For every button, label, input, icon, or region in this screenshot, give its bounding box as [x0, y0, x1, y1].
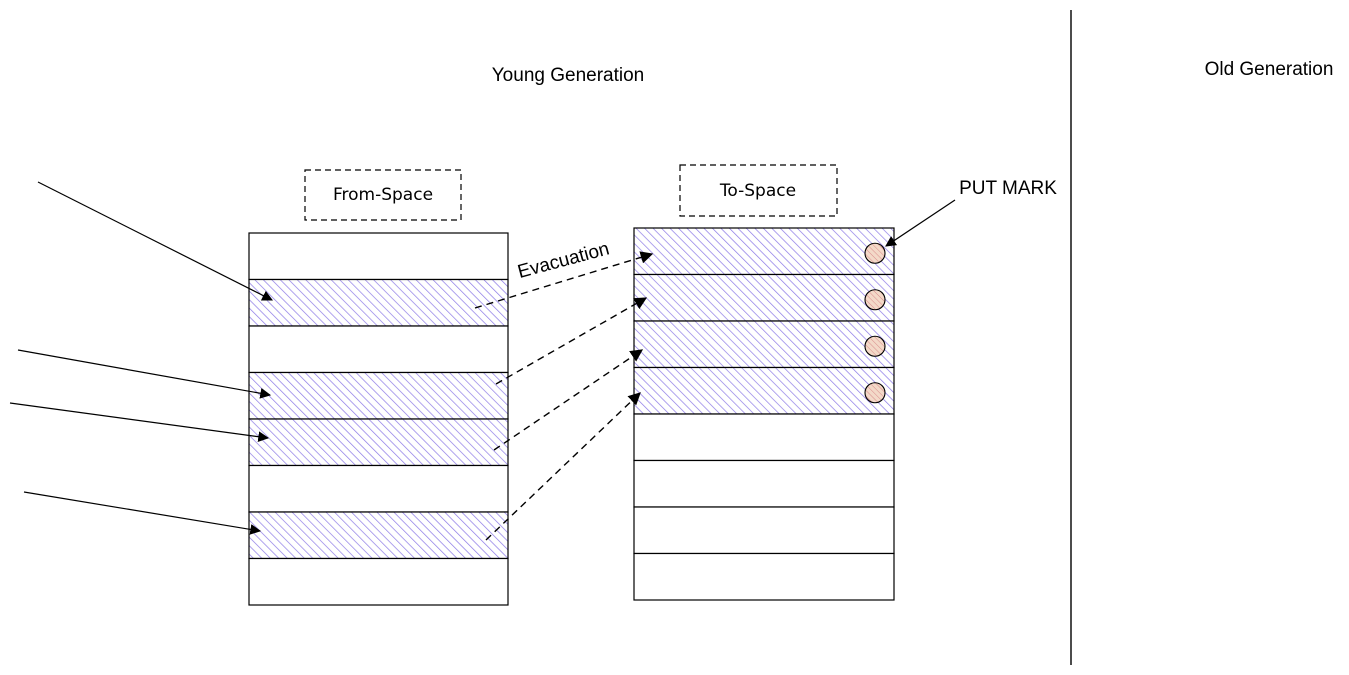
from-space-cell-empty-slot: [248, 325, 509, 374]
young-generation-label: Young Generation: [492, 65, 644, 86]
to-space-title-box: To-Space: [679, 164, 838, 217]
evacuation-arrow: [493, 349, 644, 451]
root-references: [9, 181, 273, 535]
mark-dot: [864, 242, 886, 264]
to-space-cell-empty-slot: [633, 506, 895, 555]
to-space-cell-live-object: [633, 227, 895, 276]
evacuation-arrow: [495, 297, 648, 385]
to-space-cell-live-object: [633, 366, 895, 415]
reference-arrow: [23, 491, 262, 535]
evacuation-arrow: [474, 251, 654, 309]
from-space-title: From-Space: [333, 185, 433, 205]
to-space-cell-empty-slot: [633, 413, 895, 462]
from-space-cell-live-object: [248, 278, 509, 327]
reference-arrow: [17, 349, 272, 399]
reference-arrow: [9, 402, 270, 443]
from-space-cell-empty-slot: [248, 232, 509, 281]
from-space-cell-empty-slot: [248, 557, 509, 606]
mark-dot: [864, 335, 886, 357]
from-space-column: [248, 232, 509, 606]
to-space-title: To-Space: [719, 181, 796, 201]
evacuation-arrow: [485, 392, 641, 541]
from-space-title-box: From-Space: [304, 169, 462, 221]
mark-dot: [864, 289, 886, 311]
to-space-cell-live-object: [633, 273, 895, 322]
from-space-cell-empty-slot: [248, 464, 509, 513]
reference-arrow: [37, 181, 273, 301]
to-space-cell-empty-slot: [633, 459, 895, 508]
old-generation-label: Old Generation: [1205, 59, 1334, 80]
to-space-cell-empty-slot: [633, 552, 895, 601]
from-space-cell-live-object: [248, 371, 509, 420]
evacuation-arrows: [474, 251, 654, 541]
to-space-column: [633, 227, 895, 601]
put-mark-label: PUT MARK: [959, 178, 1057, 199]
mark-dot: [864, 382, 886, 404]
from-space-cell-live-object: [248, 418, 509, 467]
to-space-cell-live-object: [633, 320, 895, 369]
put-mark-arrow: [885, 199, 956, 247]
from-space-cell-live-object: [248, 511, 509, 560]
evacuation-label: Evacuation: [515, 238, 611, 283]
